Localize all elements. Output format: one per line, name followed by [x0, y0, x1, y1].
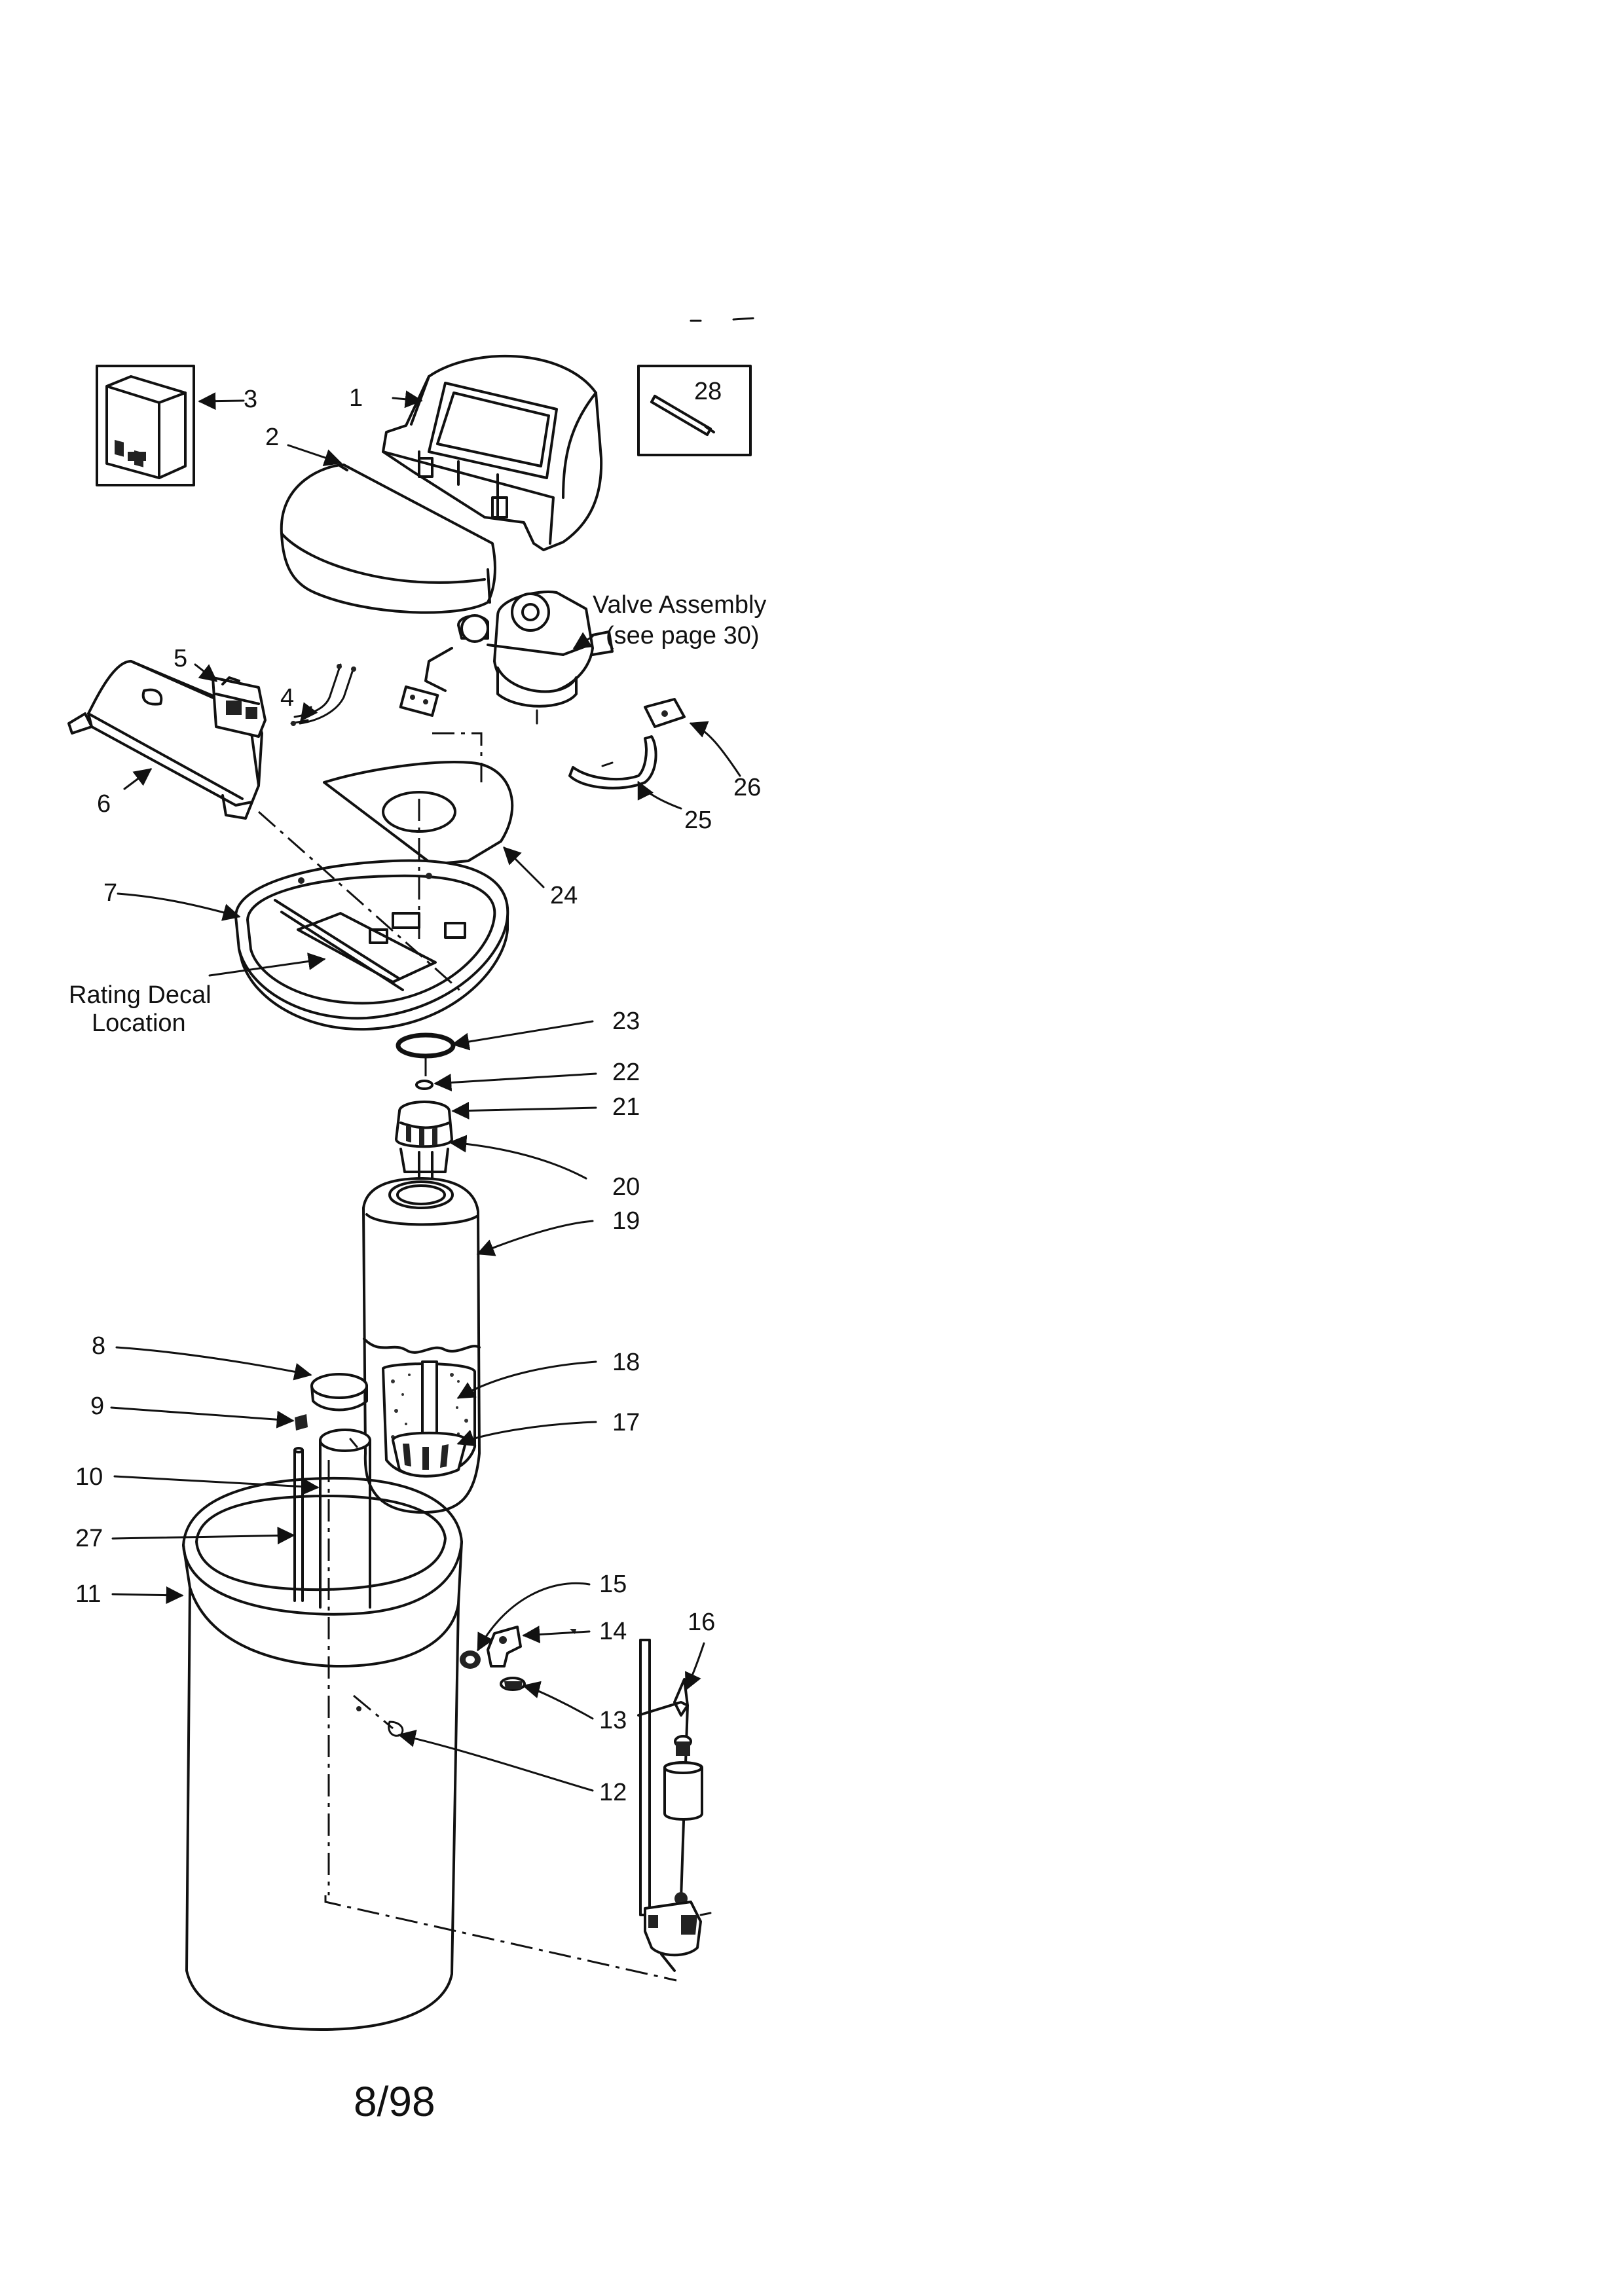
part-23-o-ring	[396, 1032, 456, 1059]
part-number-23: 23	[612, 1008, 640, 1035]
part-15-grommet	[460, 1650, 481, 1669]
part-number-13: 13	[599, 1707, 627, 1734]
part-28-clip	[637, 365, 752, 456]
part-number-1: 1	[349, 384, 363, 412]
part-number-27: 27	[75, 1525, 103, 1552]
part-labels: 1 2 3 4 5 6 7 8 9 10 11 12 13 14 15 16 1…	[75, 378, 761, 1806]
part-9-grommet	[295, 1414, 308, 1430]
part-2-salt-lid	[280, 464, 496, 614]
part-number-19: 19	[612, 1207, 640, 1235]
part-11-brine-tank	[182, 1476, 463, 2031]
part-number-9: 9	[90, 1393, 104, 1420]
part-25-clip	[568, 735, 657, 790]
rating-decal-location-label: Location	[92, 1010, 186, 1037]
part-3-transformer	[96, 365, 195, 486]
part-number-17: 17	[612, 1409, 640, 1436]
part-number-20: 20	[612, 1173, 640, 1201]
part-8-brine-well-cap	[310, 1373, 368, 1412]
part-number-25: 25	[684, 807, 712, 834]
rating-decal-label: Rating Decal	[69, 981, 212, 1009]
part-number-22: 22	[612, 1059, 640, 1086]
part-19-resin-tank	[362, 1177, 481, 1514]
part-number-21: 21	[612, 1093, 640, 1121]
leader-lines	[110, 390, 741, 1792]
part-number-2: 2	[265, 424, 279, 451]
part-27-brine-tube	[293, 1447, 304, 1602]
part-number-28: 28	[694, 378, 722, 405]
part-6-control-panel	[67, 660, 263, 820]
part-13-nut	[500, 1677, 526, 1691]
assembly-centerlines	[258, 732, 677, 1982]
rating-decal-callout: Rating Decal Location	[69, 981, 212, 1037]
part-5-control-board	[212, 676, 267, 738]
valve-assembly-label: Valve Assembly	[593, 591, 766, 619]
part-1-top-cover	[382, 354, 603, 551]
scan-mark	[690, 317, 754, 322]
part-4-wire-harness	[290, 663, 356, 726]
part-number-7: 7	[103, 879, 117, 907]
valve-assembly	[399, 591, 614, 725]
valve-assembly-callout: Valve Assembly (see page 30)	[593, 591, 766, 649]
part-number-16: 16	[688, 1609, 715, 1636]
part-10-brine-well	[319, 1429, 371, 1609]
part-22-o-ring	[415, 1080, 434, 1090]
part-number-6: 6	[97, 790, 111, 818]
part-20-adapter	[399, 1148, 449, 1180]
part-number-12: 12	[599, 1779, 627, 1806]
part-number-26: 26	[733, 774, 761, 801]
part-number-11: 11	[75, 1580, 101, 1608]
part-21-top-distributor	[395, 1101, 453, 1148]
page-footer: 8/98	[354, 2078, 435, 2125]
part-number-14: 14	[599, 1618, 627, 1645]
part-number-8: 8	[92, 1332, 105, 1360]
valve-assembly-page-ref: (see page 30)	[606, 622, 760, 649]
part-number-5: 5	[174, 645, 187, 672]
part-number-15: 15	[599, 1571, 627, 1598]
part-number-4: 4	[280, 684, 294, 712]
part-number-18: 18	[612, 1349, 640, 1376]
part-7-tank-top	[234, 859, 509, 1031]
part-26-sensor	[644, 698, 686, 728]
part-16-safety-float	[637, 1639, 712, 1972]
part-number-24: 24	[550, 882, 578, 909]
part-number-10: 10	[75, 1463, 103, 1491]
part-number-3: 3	[244, 386, 257, 413]
